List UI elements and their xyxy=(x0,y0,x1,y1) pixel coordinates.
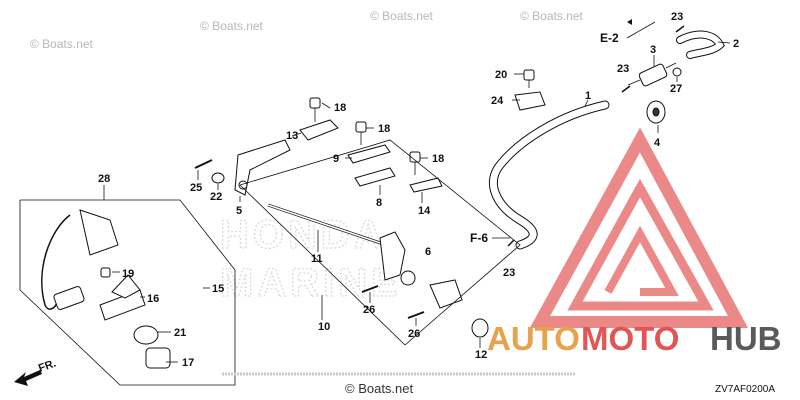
bracket-16 xyxy=(99,274,146,321)
svg-text:18: 18 xyxy=(432,153,444,165)
reference-f6: F-6 xyxy=(470,231,510,245)
pin-25 xyxy=(194,159,213,169)
svg-text:20: 20 xyxy=(495,69,507,81)
svg-text:HUB: HUB xyxy=(710,320,782,357)
svg-text:28: 28 xyxy=(98,173,110,185)
lever-5 xyxy=(234,139,291,196)
svg-text:25: 25 xyxy=(190,182,202,194)
watermark-boats-net-bottom: © Boats.net xyxy=(345,381,414,396)
svg-text:27: 27 xyxy=(670,83,682,95)
svg-text:23: 23 xyxy=(503,267,515,279)
watermark-boats-net: © Boats.net xyxy=(200,19,264,33)
svg-text:AUTO: AUTO xyxy=(487,320,580,357)
svg-text:15: 15 xyxy=(212,283,224,295)
washer-22 xyxy=(211,172,225,184)
svg-text:23: 23 xyxy=(671,11,683,23)
diagram-code: ZV7AF0200A xyxy=(715,384,775,395)
svg-text:MOTO: MOTO xyxy=(581,320,679,357)
link-assembly xyxy=(379,231,463,309)
cover-17 xyxy=(145,347,171,369)
leader-lines xyxy=(103,41,731,363)
clip-23 xyxy=(507,25,685,247)
svg-text:18: 18 xyxy=(378,123,390,135)
svg-text:26: 26 xyxy=(363,304,375,316)
pin-26 xyxy=(361,285,425,319)
svg-text:24: 24 xyxy=(491,95,504,107)
plate-13 xyxy=(299,119,339,141)
svg-text:5: 5 xyxy=(236,205,242,217)
grommet-12 xyxy=(471,318,489,338)
svg-text:21: 21 xyxy=(174,327,186,339)
svg-text:17: 17 xyxy=(182,357,194,369)
svg-text:11: 11 xyxy=(311,253,323,265)
svg-text:26: 26 xyxy=(408,328,420,340)
svg-text:19: 19 xyxy=(122,268,134,280)
svg-text:F-6: F-6 xyxy=(470,231,488,245)
svg-text:23: 23 xyxy=(617,63,629,75)
watermark-boats-net: © Boats.net xyxy=(30,37,94,51)
svg-text:22: 22 xyxy=(210,191,222,203)
bracket-8 xyxy=(354,167,396,187)
joint-4 xyxy=(646,100,666,124)
bolt-20 xyxy=(523,69,535,88)
svg-text:HONDA: HONDA xyxy=(220,213,387,257)
watermark-boats-net: © Boats.net xyxy=(370,9,434,23)
svg-text:8: 8 xyxy=(376,197,382,209)
svg-text:10: 10 xyxy=(318,321,330,333)
harness-28 xyxy=(41,209,119,310)
svg-text:3: 3 xyxy=(650,44,656,56)
svg-text:14: 14 xyxy=(418,205,431,217)
fuel-filter-3 xyxy=(627,62,677,87)
svg-text:13: 13 xyxy=(286,130,298,142)
seal-21 xyxy=(133,325,159,345)
rod-11 xyxy=(267,203,396,250)
svg-text:9: 9 xyxy=(333,153,339,165)
svg-text:6: 6 xyxy=(425,246,431,258)
svg-text:FR.: FR. xyxy=(37,357,58,374)
svg-text:16: 16 xyxy=(147,293,159,305)
front-arrow: FR. xyxy=(14,357,58,386)
svg-text:2: 2 xyxy=(733,38,739,50)
bolt-19 xyxy=(100,267,111,278)
svg-text:MARINE: MARINE xyxy=(220,261,402,305)
svg-text:1: 1 xyxy=(585,90,591,102)
svg-text:18: 18 xyxy=(334,102,346,114)
svg-text:4: 4 xyxy=(654,137,661,149)
svg-text:12: 12 xyxy=(475,349,487,361)
callout-numbers: 1 2 3 4 5 6 8 9 10 11 12 13 14 15 16 17 … xyxy=(98,11,739,369)
watermark-boats-net: © Boats.net xyxy=(520,9,584,23)
sensor-24 xyxy=(514,91,546,111)
bracket-14 xyxy=(409,177,443,193)
bracket-9 xyxy=(347,144,391,164)
automotohub-logo: AUTO MOTO HUB xyxy=(487,127,782,357)
bolt-18 xyxy=(309,97,421,175)
svg-text:E-2: E-2 xyxy=(600,31,619,45)
clip-27 xyxy=(672,67,682,77)
reference-e2: E-2 xyxy=(600,19,656,45)
